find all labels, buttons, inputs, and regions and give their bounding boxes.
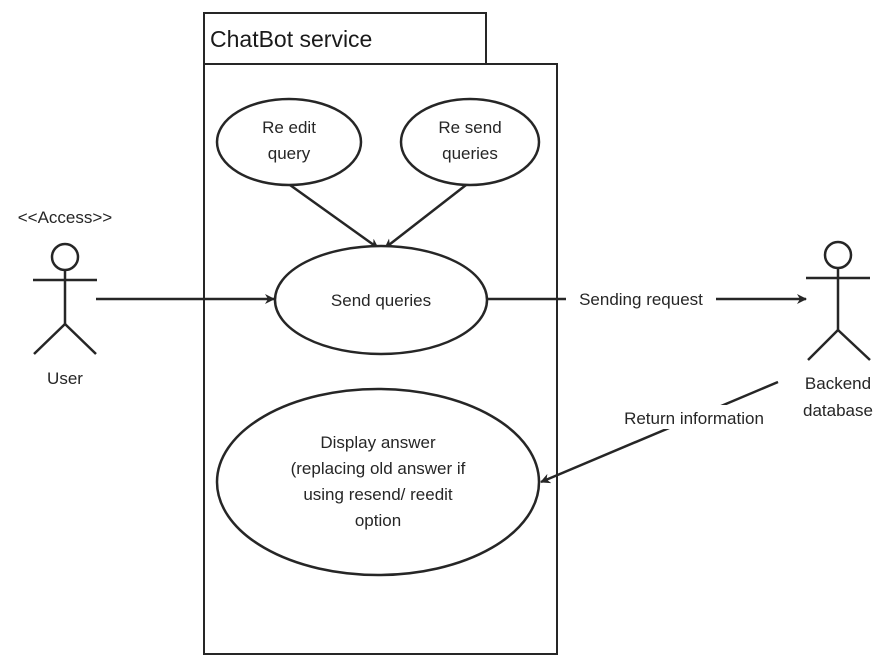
backend-name-line1: Backend — [805, 374, 871, 393]
use-case-send-queries: Send queries — [273, 244, 489, 356]
system-box — [203, 63, 558, 655]
system-boundary: ChatBot service — [203, 12, 558, 655]
svg-text:queries: queries — [442, 144, 498, 163]
svg-text:Display answer: Display answer — [320, 433, 436, 452]
svg-text:Re edit: Re edit — [262, 118, 316, 137]
svg-text:(replacing old answer if: (replacing old answer if — [291, 459, 466, 478]
system-title: ChatBot service — [210, 26, 372, 52]
svg-text:Re send: Re send — [438, 118, 501, 137]
user-stereotype: <<Access>> — [18, 208, 113, 227]
svg-text:using resend/ reedit: using resend/ reedit — [303, 485, 453, 504]
re-send-to-send-arrow — [384, 184, 467, 249]
sending-request-label: Sending request — [579, 290, 703, 309]
svg-text:query: query — [268, 144, 311, 163]
system-title-tab — [203, 12, 487, 65]
use-case-re-send-queries: Re send queries — [399, 97, 541, 187]
backend-actor: Backend database — [803, 240, 873, 420]
user-name: User — [47, 369, 83, 388]
use-case-re-edit-query: Re edit query — [215, 97, 363, 187]
backend-to-display-arrow — [540, 380, 779, 484]
return-information-label: Return information — [624, 409, 764, 428]
svg-text:option: option — [355, 511, 401, 530]
user-actor: <<Access>> User — [18, 208, 113, 388]
backend-name-line2: database — [803, 401, 873, 420]
backend-actor-head — [823, 240, 853, 270]
use-case-display-answer: Display answer (replacing old answer if … — [215, 387, 541, 577]
svg-text:Send queries: Send queries — [331, 291, 431, 310]
user-actor-head — [50, 242, 80, 272]
re-edit-to-send-arrow — [289, 183, 379, 250]
